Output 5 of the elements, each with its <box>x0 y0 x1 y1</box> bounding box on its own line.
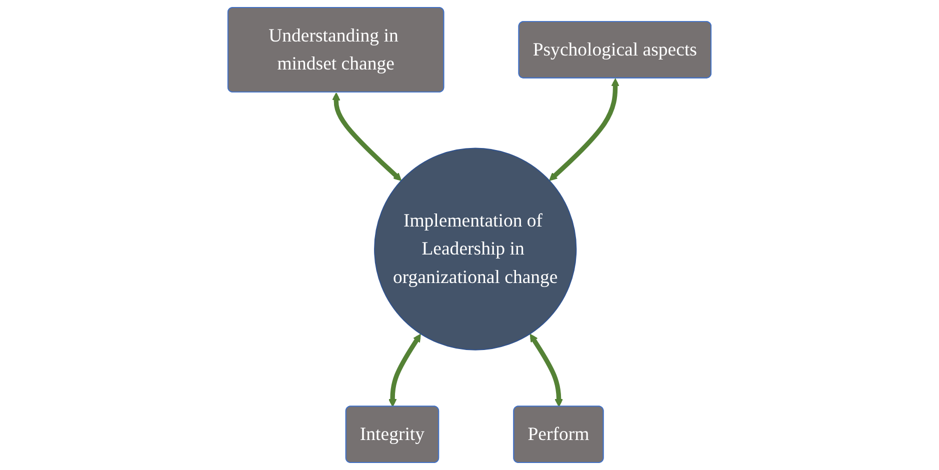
arrow <box>530 334 563 408</box>
node-circle: Implementation of Leadership in organizational change <box>374 148 577 350</box>
arrow <box>332 92 402 181</box>
arrow <box>388 334 421 408</box>
arrow <box>549 78 620 181</box>
